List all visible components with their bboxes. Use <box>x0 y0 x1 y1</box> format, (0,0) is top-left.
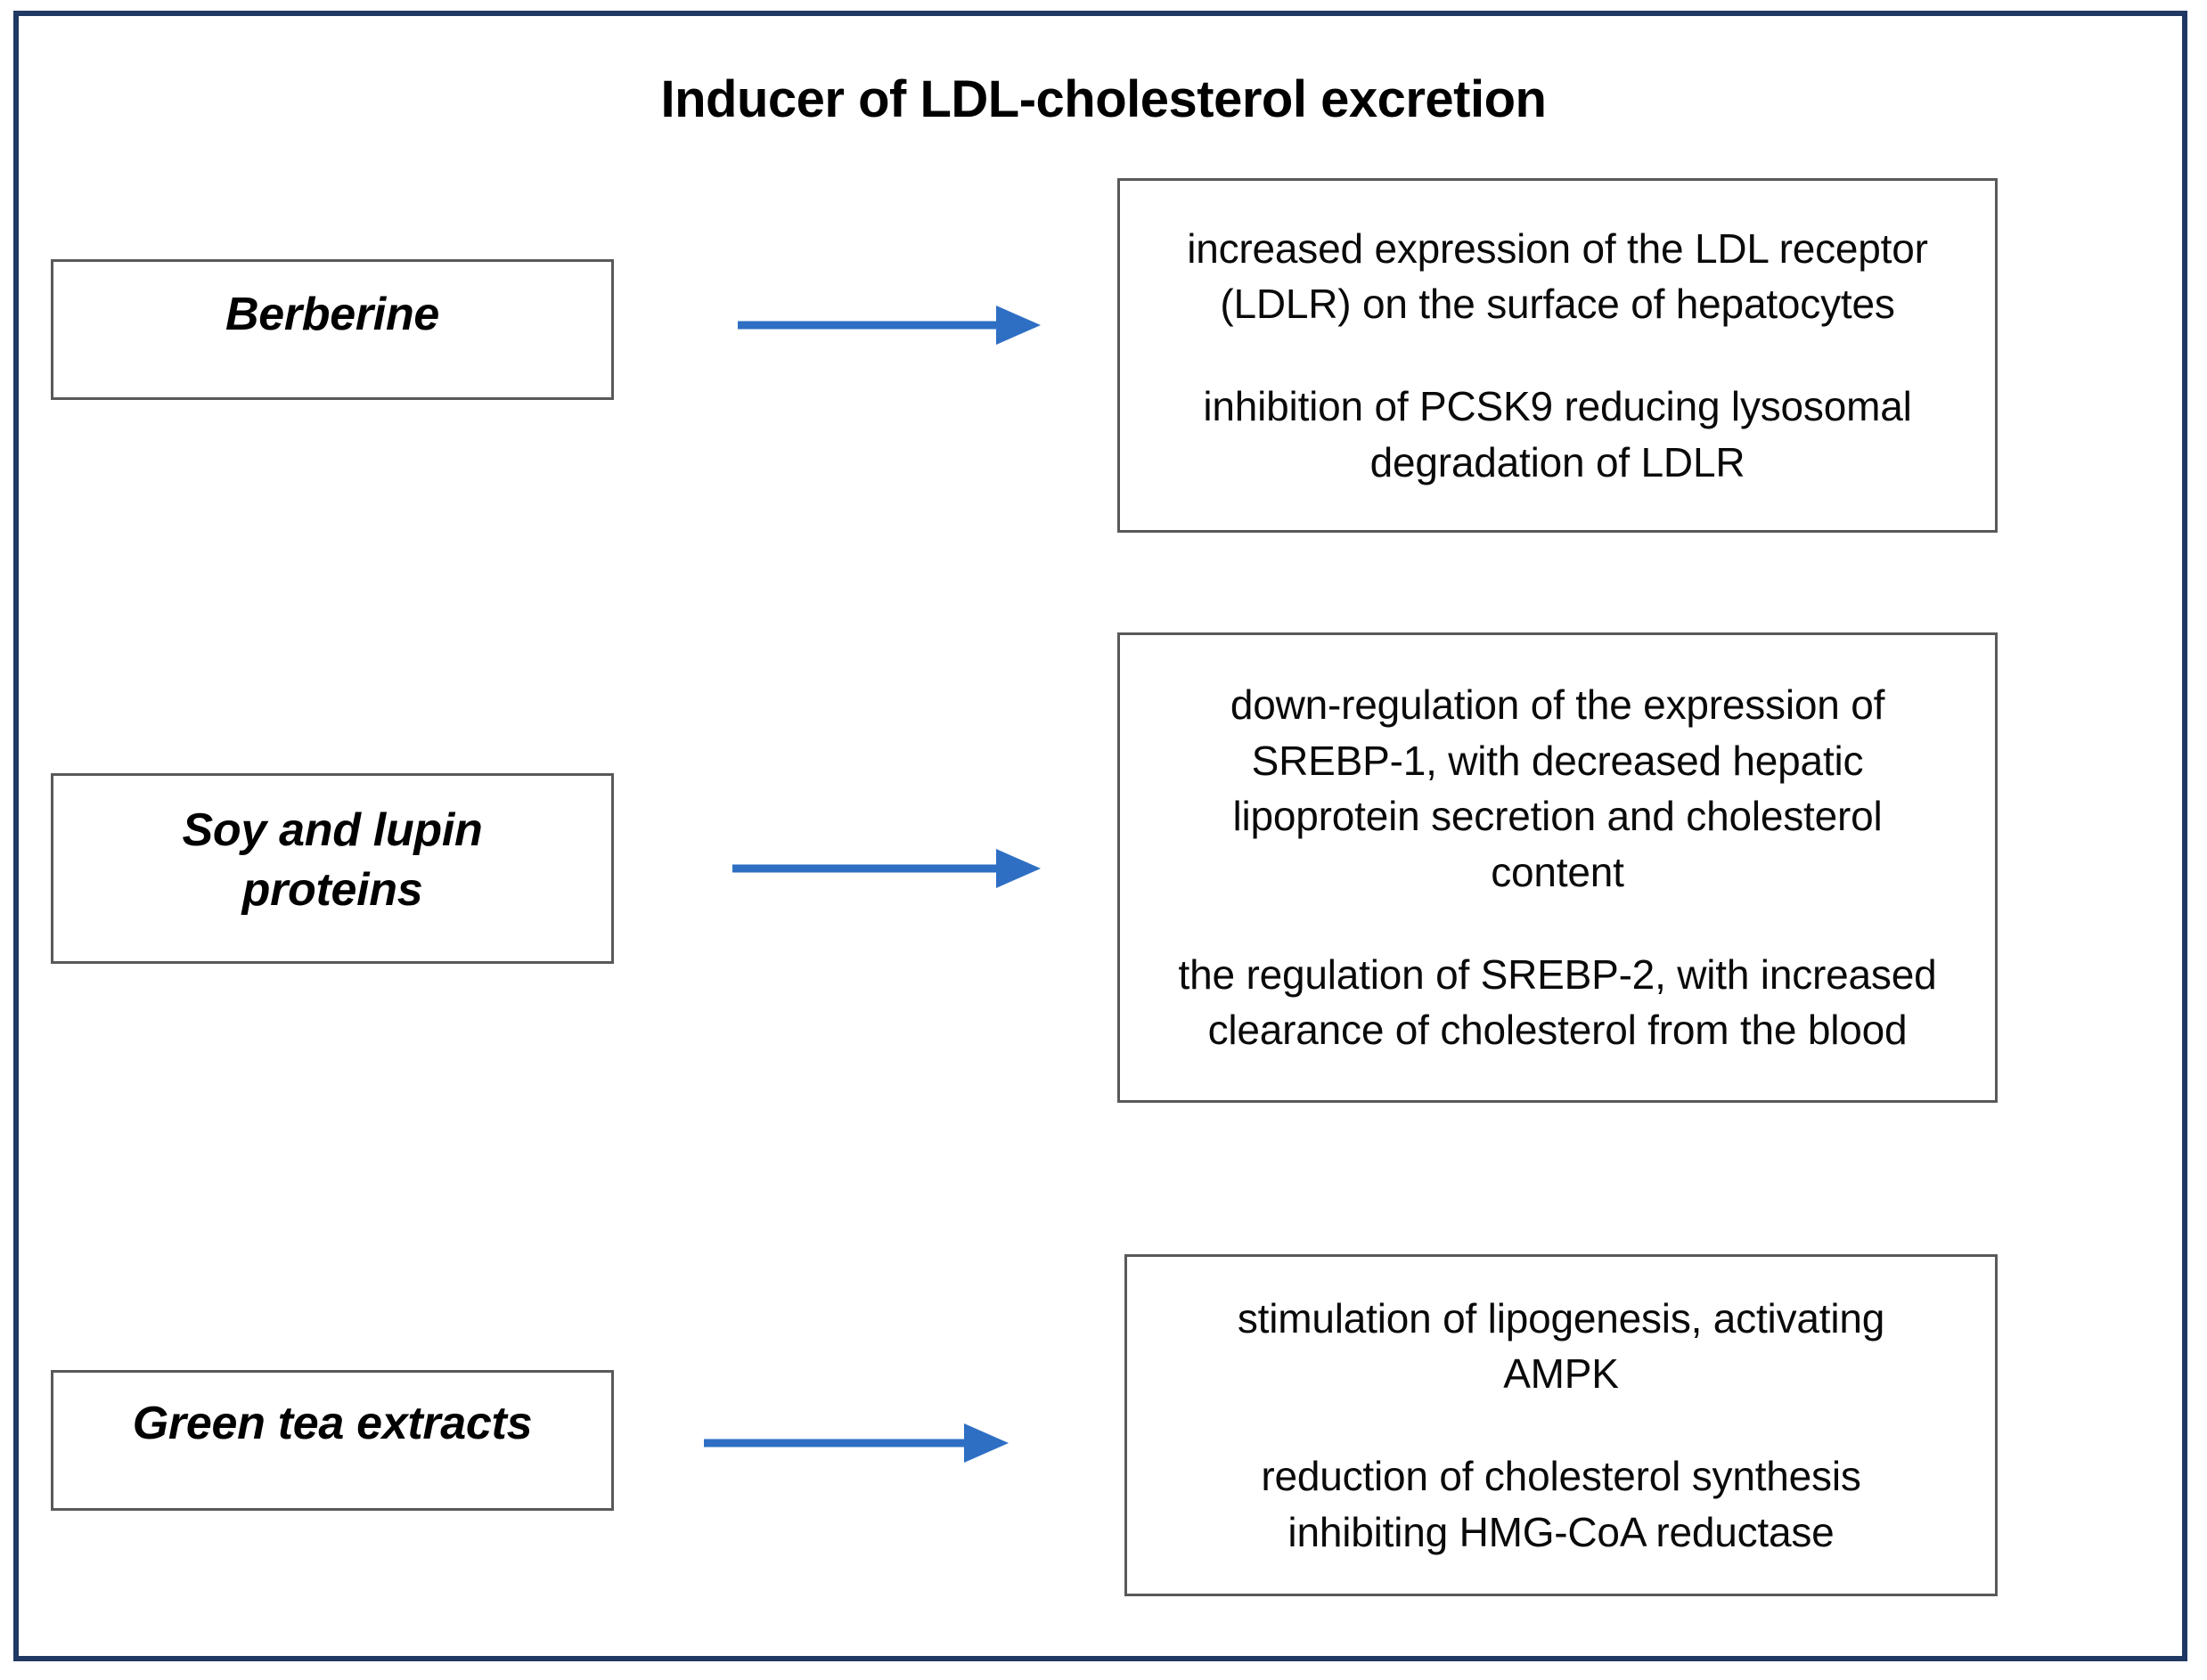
node-berberine-label: Berberine <box>225 289 440 340</box>
arrow-right-icon-2 <box>732 842 1041 895</box>
node-soy-and-lupin-proteins[interactable]: Soy and lupin proteins <box>51 773 614 964</box>
arrow-right-icon-1 <box>738 298 1041 352</box>
node-soy-and-lupin-proteins-label-line-1: Soy and lupin <box>182 804 483 856</box>
node-green-tea-extracts[interactable]: Green tea extracts <box>51 1370 614 1511</box>
detail-berberine-para-1: increased expression of the LDL receptor… <box>1187 224 1928 328</box>
detail-green-tea-extracts-para-1: stimulation of lipogenesis, activating A… <box>1237 1294 1885 1398</box>
detail-soy-and-lupin-proteins-para-2: the regulation of SREBP-2, with increase… <box>1178 950 1937 1054</box>
detail-berberine[interactable]: increased expression of the LDL receptor… <box>1117 178 1998 533</box>
detail-soy-and-lupin-proteins[interactable]: down-regulation of the expression of SRE… <box>1117 632 1998 1103</box>
detail-green-tea-extracts[interactable]: stimulation of lipogenesis, activating A… <box>1124 1254 1998 1596</box>
node-soy-and-lupin-proteins-label-line-2: proteins <box>241 863 423 916</box>
page-title: Inducer of LDL-cholesterol excretion <box>660 70 1547 128</box>
detail-green-tea-extracts-para-2: reduction of cholesterol synthesis inhib… <box>1261 1453 1861 1555</box>
node-berberine[interactable]: Berberine <box>51 259 614 400</box>
node-soy-and-lupin-proteins-label: Soy and lupin proteins <box>183 776 483 919</box>
node-green-tea-extracts-label: Green tea extracts <box>132 1398 533 1449</box>
detail-soy-and-lupin-proteins-para-1: down-regulation of the expression of SRE… <box>1230 681 1885 895</box>
arrow-right-icon-3 <box>704 1416 1009 1470</box>
detail-berberine-para-2: inhibition of PCSK9 reducing lysosomal d… <box>1203 383 1912 485</box>
